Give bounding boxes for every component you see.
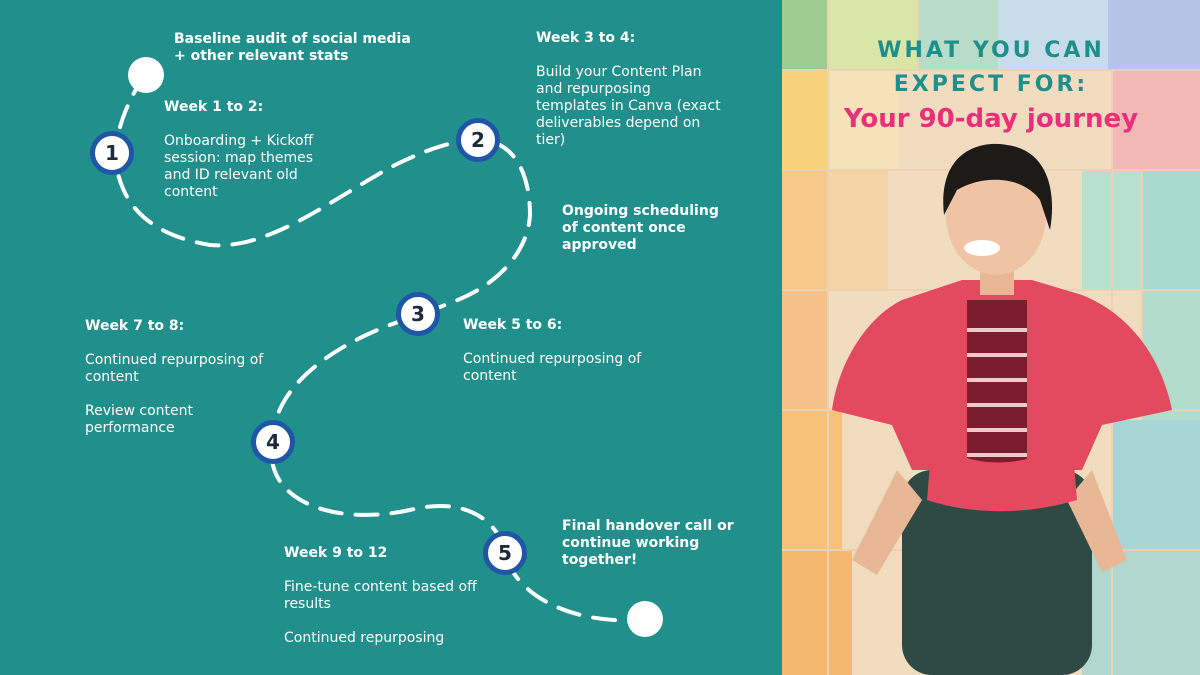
step-5-circle: 5 bbox=[483, 531, 527, 575]
step-4-line-1: Continued repurposing of content bbox=[85, 352, 264, 385]
step-3-text: Week 5 to 6: Continued repurposing of co… bbox=[463, 317, 678, 385]
step-4-circle: 4 bbox=[251, 420, 295, 464]
step-3-heading: Week 5 to 6: bbox=[463, 317, 563, 333]
step-4-text: Week 7 to 8: Continued repurposing of co… bbox=[85, 318, 275, 437]
step-5-text: Week 9 to 12 Fine-tune content based off… bbox=[284, 545, 484, 647]
start-note: Baseline audit of social media + other r… bbox=[174, 31, 411, 64]
journey-path bbox=[112, 73, 647, 623]
step-2-heading: Week 3 to 4: bbox=[536, 30, 636, 46]
final-note: Final handover call or continue working … bbox=[562, 518, 734, 568]
step-2-text: Week 3 to 4: Build your Content Plan and… bbox=[536, 30, 721, 149]
end-dot bbox=[627, 601, 663, 637]
step-5-line-1: Fine-tune content based off results bbox=[284, 579, 477, 612]
step-5-line-2: Continued repurposing bbox=[284, 630, 445, 646]
step-1-line-1: Onboarding + Kickoff session: map themes… bbox=[164, 133, 314, 200]
title-line-2: EXPECT FOR: bbox=[893, 72, 1089, 97]
person-photo bbox=[782, 0, 1200, 675]
page-subtitle: Your 90-day journey bbox=[843, 104, 1139, 134]
step-4-heading: Week 7 to 8: bbox=[85, 318, 185, 334]
timeline-panel: 1 2 3 4 5 Baseline audit of social media… bbox=[0, 0, 782, 675]
step-4-line-2: Review content performance bbox=[85, 403, 194, 436]
start-dot bbox=[128, 57, 164, 93]
step-2-circle: 2 bbox=[456, 118, 500, 162]
page-title: WHAT YOU CAN EXPECT FOR: bbox=[782, 34, 1200, 102]
step-1-text: Week 1 to 2: Onboarding + Kickoff sessio… bbox=[164, 99, 339, 201]
step-1-circle: 1 bbox=[90, 131, 134, 175]
step-2-line-1: Build your Content Plan and repurposing … bbox=[536, 64, 721, 148]
step-3-circle: 3 bbox=[396, 292, 440, 336]
title-line-1: WHAT YOU CAN bbox=[877, 38, 1105, 63]
step-5-heading: Week 9 to 12 bbox=[284, 545, 388, 561]
ongoing-note: Ongoing scheduling of content once appro… bbox=[562, 203, 719, 253]
photo-panel: WHAT YOU CAN EXPECT FOR: Your 90-day jou… bbox=[782, 0, 1200, 675]
step-3-line-1: Continued repurposing of content bbox=[463, 351, 642, 384]
step-1-heading: Week 1 to 2: bbox=[164, 99, 264, 115]
